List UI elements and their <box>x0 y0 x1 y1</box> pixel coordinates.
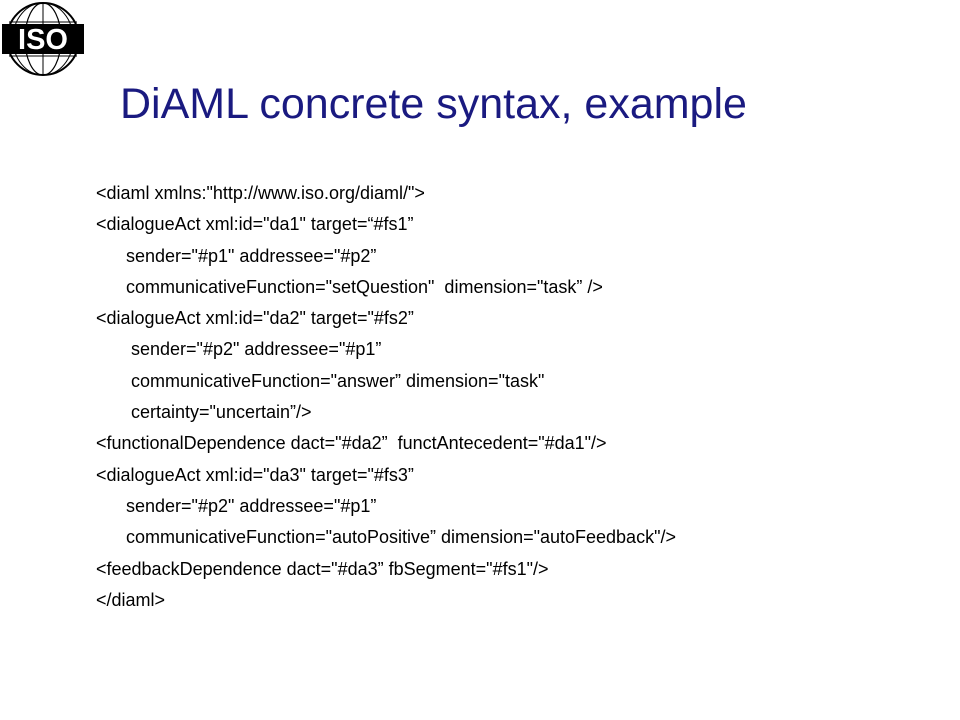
code-line: sender="#p2" addressee="#p1” <box>96 495 377 516</box>
code-line: <diaml xmlns:"http://www.iso.org/diaml/"… <box>96 183 425 203</box>
code-line: <dialogueAct xml:id="da2" target="#fs2” <box>96 308 414 329</box>
code-line: certainty="uncertain”/> <box>96 402 312 423</box>
iso-logo: ISO <box>0 0 86 78</box>
code-line: communicativeFunction="autoPositive” dim… <box>96 527 676 548</box>
iso-logo-text: ISO <box>18 24 68 56</box>
code-line: <functionalDependence dact="#da2” functA… <box>96 433 607 454</box>
code-line: sender="#p2" addressee="#p1” <box>96 339 382 360</box>
code-line: <dialogueAct xml:id="da3" target="#fs3” <box>96 464 414 485</box>
code-line: sender="#p1" addressee="#p2” <box>96 245 377 266</box>
code-line: <feedbackDependence dact="#da3” fbSegmen… <box>96 558 549 579</box>
code-line: communicativeFunction="setQuestion" dime… <box>96 276 603 297</box>
code-line: <dialogueAct xml:id="da1" target=“#fs1” <box>96 214 414 235</box>
code-line: communicativeFunction="answer” dimension… <box>96 370 545 391</box>
slide-title: DiAML concrete syntax, example <box>120 80 747 128</box>
code-line: </diaml> <box>96 589 166 610</box>
code-example: <diaml xmlns:"http://www.iso.org/diaml/"… <box>96 178 936 616</box>
